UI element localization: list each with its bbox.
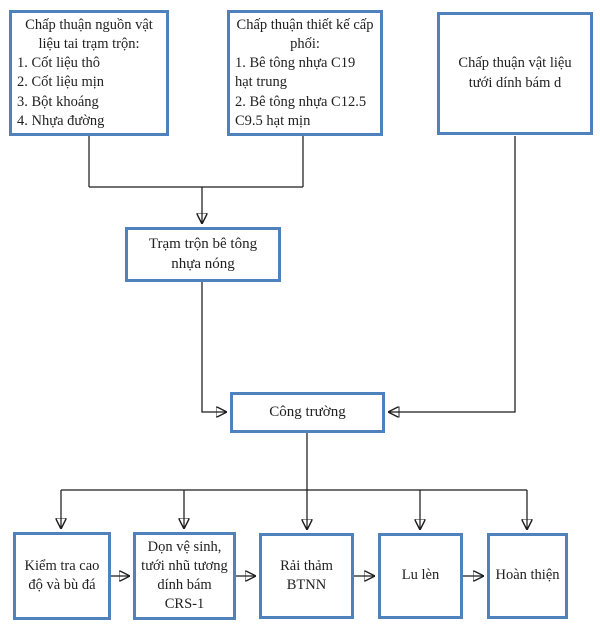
- node-mix-design-approval: Chấp thuận thiết kế cấp phối: 1. Bê tông…: [227, 10, 383, 136]
- node-mixing-plant: Trạm trộn bê tông nhựa nóng: [125, 227, 281, 282]
- node-check-elevation: Kiểm tra cao độ và bù đá: [13, 532, 111, 620]
- tack-coat-label: Chấp thuận vật liệu tưới dính bám d: [458, 55, 572, 91]
- materials-item: 1. Cốt liệu thô: [17, 55, 100, 72]
- materials-approval-title: Chấp thuận nguồn vật liệu tai trạm trộn:: [25, 17, 153, 53]
- node-clean-tack-coat: Dọn vệ sinh, tưới nhũ tương dính bám CRS…: [133, 532, 236, 620]
- node-tack-coat-approval: Chấp thuận vật liệu tưới dính bám d: [437, 12, 593, 135]
- materials-item: 2. Cốt liệu mịn: [17, 74, 104, 91]
- materials-item: 3. Bột khoáng: [17, 93, 99, 110]
- node-materials-approval: Chấp thuận nguồn vật liệu tai trạm trộn:…: [9, 10, 169, 136]
- check-elevation-label: Kiểm tra cao độ và bù đá: [24, 557, 100, 593]
- mix-design-item: 1. Bê tông nhựa C19 hạt trung: [235, 55, 356, 91]
- node-pave-btnn: Rải thảm BTNN: [259, 533, 354, 619]
- finishing-label: Hoàn thiện: [495, 567, 560, 584]
- node-construction-site: Công trường: [230, 392, 385, 433]
- materials-item: 4. Nhựa đường: [17, 112, 105, 129]
- node-finishing: Hoàn thiện: [487, 533, 568, 619]
- clean-tack-coat-label: Dọn vệ sinh, tưới nhũ tương dính bám CRS…: [141, 538, 228, 613]
- mix-design-title: Chấp thuận thiết kế cấp phối:: [236, 17, 374, 53]
- node-compaction: Lu lèn: [378, 533, 463, 619]
- mixing-plant-label: Trạm trộn bê tông nhựa nóng: [148, 235, 258, 272]
- construction-site-label: Công trường: [269, 403, 346, 420]
- pave-btnn-label: Rải thảm BTNN: [280, 557, 333, 593]
- mix-design-item: 2. Bê tông nhựa C12.5 C9.5 hạt mịn: [235, 93, 367, 129]
- compaction-label: Lu lèn: [401, 567, 440, 584]
- connector-tack-to-site: [388, 136, 516, 412]
- connector-plant-to-site: [201, 282, 227, 412]
